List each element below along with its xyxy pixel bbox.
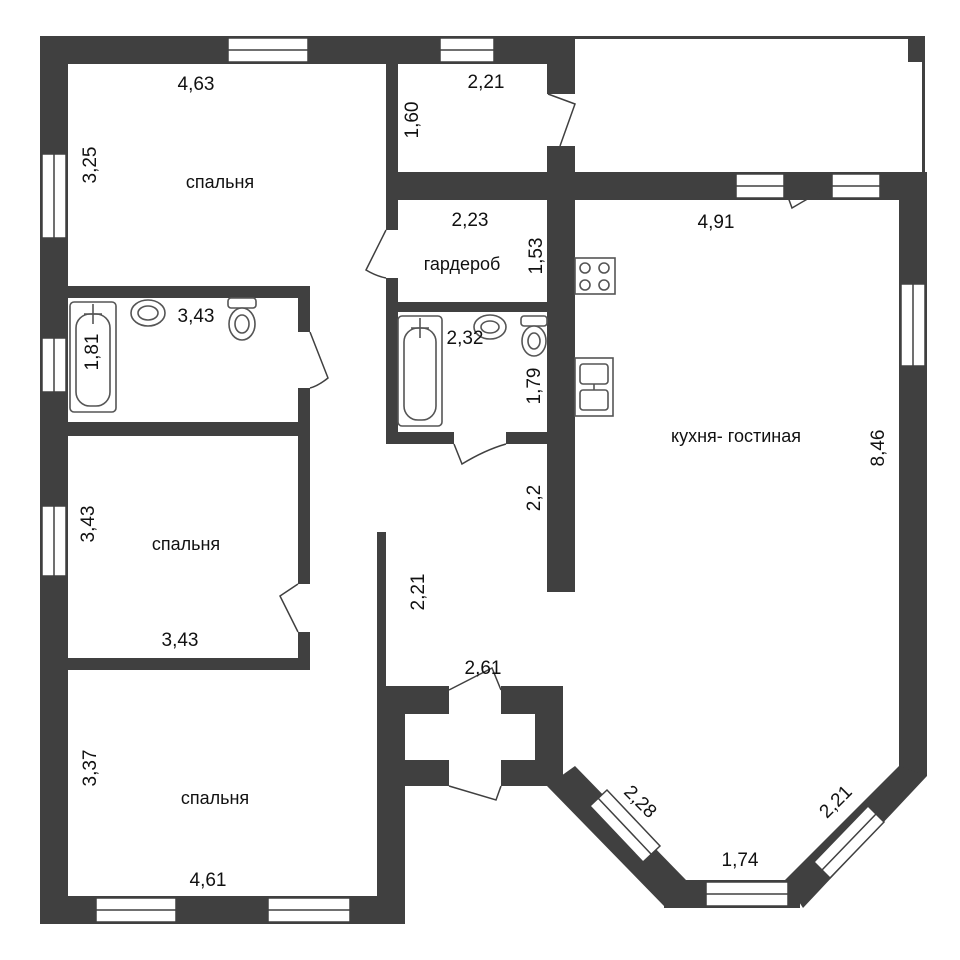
dim-bath1-width: 3,43 [178, 306, 215, 327]
wall-bath2-bottom [386, 432, 454, 444]
wall-bay-left [547, 766, 686, 906]
dim-storage-width: 2,21 [468, 72, 505, 93]
door-bath1 [309, 331, 329, 389]
fixtures [69, 257, 616, 427]
balcony-outline-top [575, 36, 925, 39]
wall-wardrobe-bottom [386, 302, 556, 312]
dim-bed3-bottom: 4,61 [190, 870, 227, 891]
dim-storage-height: 1,60 [402, 102, 423, 139]
sink-icon [473, 314, 507, 340]
wall-bed3-right [377, 760, 405, 924]
dim-corridor-lower: 2,21 [408, 574, 429, 611]
dim-bed2-left: 3,43 [78, 506, 99, 543]
wall-central [547, 200, 575, 592]
wall-bed2-right [298, 434, 310, 584]
wall-vestibule-bottom-left [377, 760, 449, 786]
balcony-outline-right [922, 36, 925, 176]
dim-kitchen-right: 8,46 [868, 430, 889, 467]
wall-vestibule-bottom-right [501, 760, 563, 786]
doors [279, 93, 833, 801]
wall-under-storage [386, 172, 575, 200]
wall-bath1-bottom [40, 422, 310, 436]
sink-icon [130, 299, 166, 327]
bathtub-icon [397, 315, 443, 427]
room-label-bedroom-3: спальня [181, 788, 249, 808]
dim-bath1-height: 1,81 [82, 334, 103, 371]
kitchen-sink-icon [574, 357, 614, 417]
dim-kitchen-top: 4,91 [698, 212, 735, 233]
room-label-wardrobe: гардероб [424, 254, 501, 274]
room-label-kitchen-living: кухня- гостиная [671, 426, 801, 446]
room-label-bedroom-2: спальня [152, 534, 220, 554]
wall-wardrobe-left [386, 200, 398, 230]
dim-bath2-height: 1,79 [524, 368, 545, 405]
dim-bed1-height: 3,25 [80, 147, 101, 184]
dim-bed3-left: 3,37 [80, 750, 101, 787]
dim-bed2-bottom: 3,43 [162, 630, 199, 651]
door-balcony [547, 93, 576, 147]
wall-bed2-bottom [40, 658, 310, 670]
dimension-labels: 4,63 3,25 2,21 1,60 2,23 1,53 3,43 1,81 … [78, 72, 889, 891]
wall-wardrobe-left-2 [386, 278, 398, 444]
wall-vestibule-top-left [377, 686, 449, 714]
door-kitchen-balcony [783, 185, 833, 210]
bathtub-icon [69, 301, 117, 413]
door-entrance [448, 785, 502, 801]
balcony-corner [908, 36, 925, 62]
toilet-icon [227, 297, 257, 341]
wall-bath1-right [298, 286, 310, 332]
door-bed2 [279, 583, 299, 633]
dim-bay-bottom: 1,74 [722, 850, 759, 871]
dim-vestibule: 2,61 [465, 658, 502, 679]
door-bath2 [453, 443, 507, 466]
toilet-icon [520, 315, 548, 357]
wall-bath2-bottom-2 [506, 432, 556, 444]
stove-icon [574, 257, 616, 295]
dim-wardrobe-width: 2,23 [452, 210, 489, 231]
dim-corridor-upper: 2,2 [524, 485, 545, 511]
windows [41, 37, 926, 923]
dim-wardrobe-height: 1,53 [526, 238, 547, 275]
dim-bed1-width: 4,63 [178, 74, 215, 95]
door-wardrobe [365, 229, 387, 279]
room-labels: спальня гардероб кухня- гостиная спальня… [152, 172, 801, 808]
wall-corridor-thin [377, 532, 386, 702]
room-label-bedroom-1: спальня [186, 172, 254, 192]
walls [40, 36, 927, 924]
wall-bath1-top [40, 286, 310, 298]
door-vestibule-top [448, 666, 502, 691]
wall-kitchen-right [899, 172, 927, 776]
dim-bath2-width: 2,32 [447, 328, 484, 349]
wall-balcony-left [547, 36, 575, 94]
